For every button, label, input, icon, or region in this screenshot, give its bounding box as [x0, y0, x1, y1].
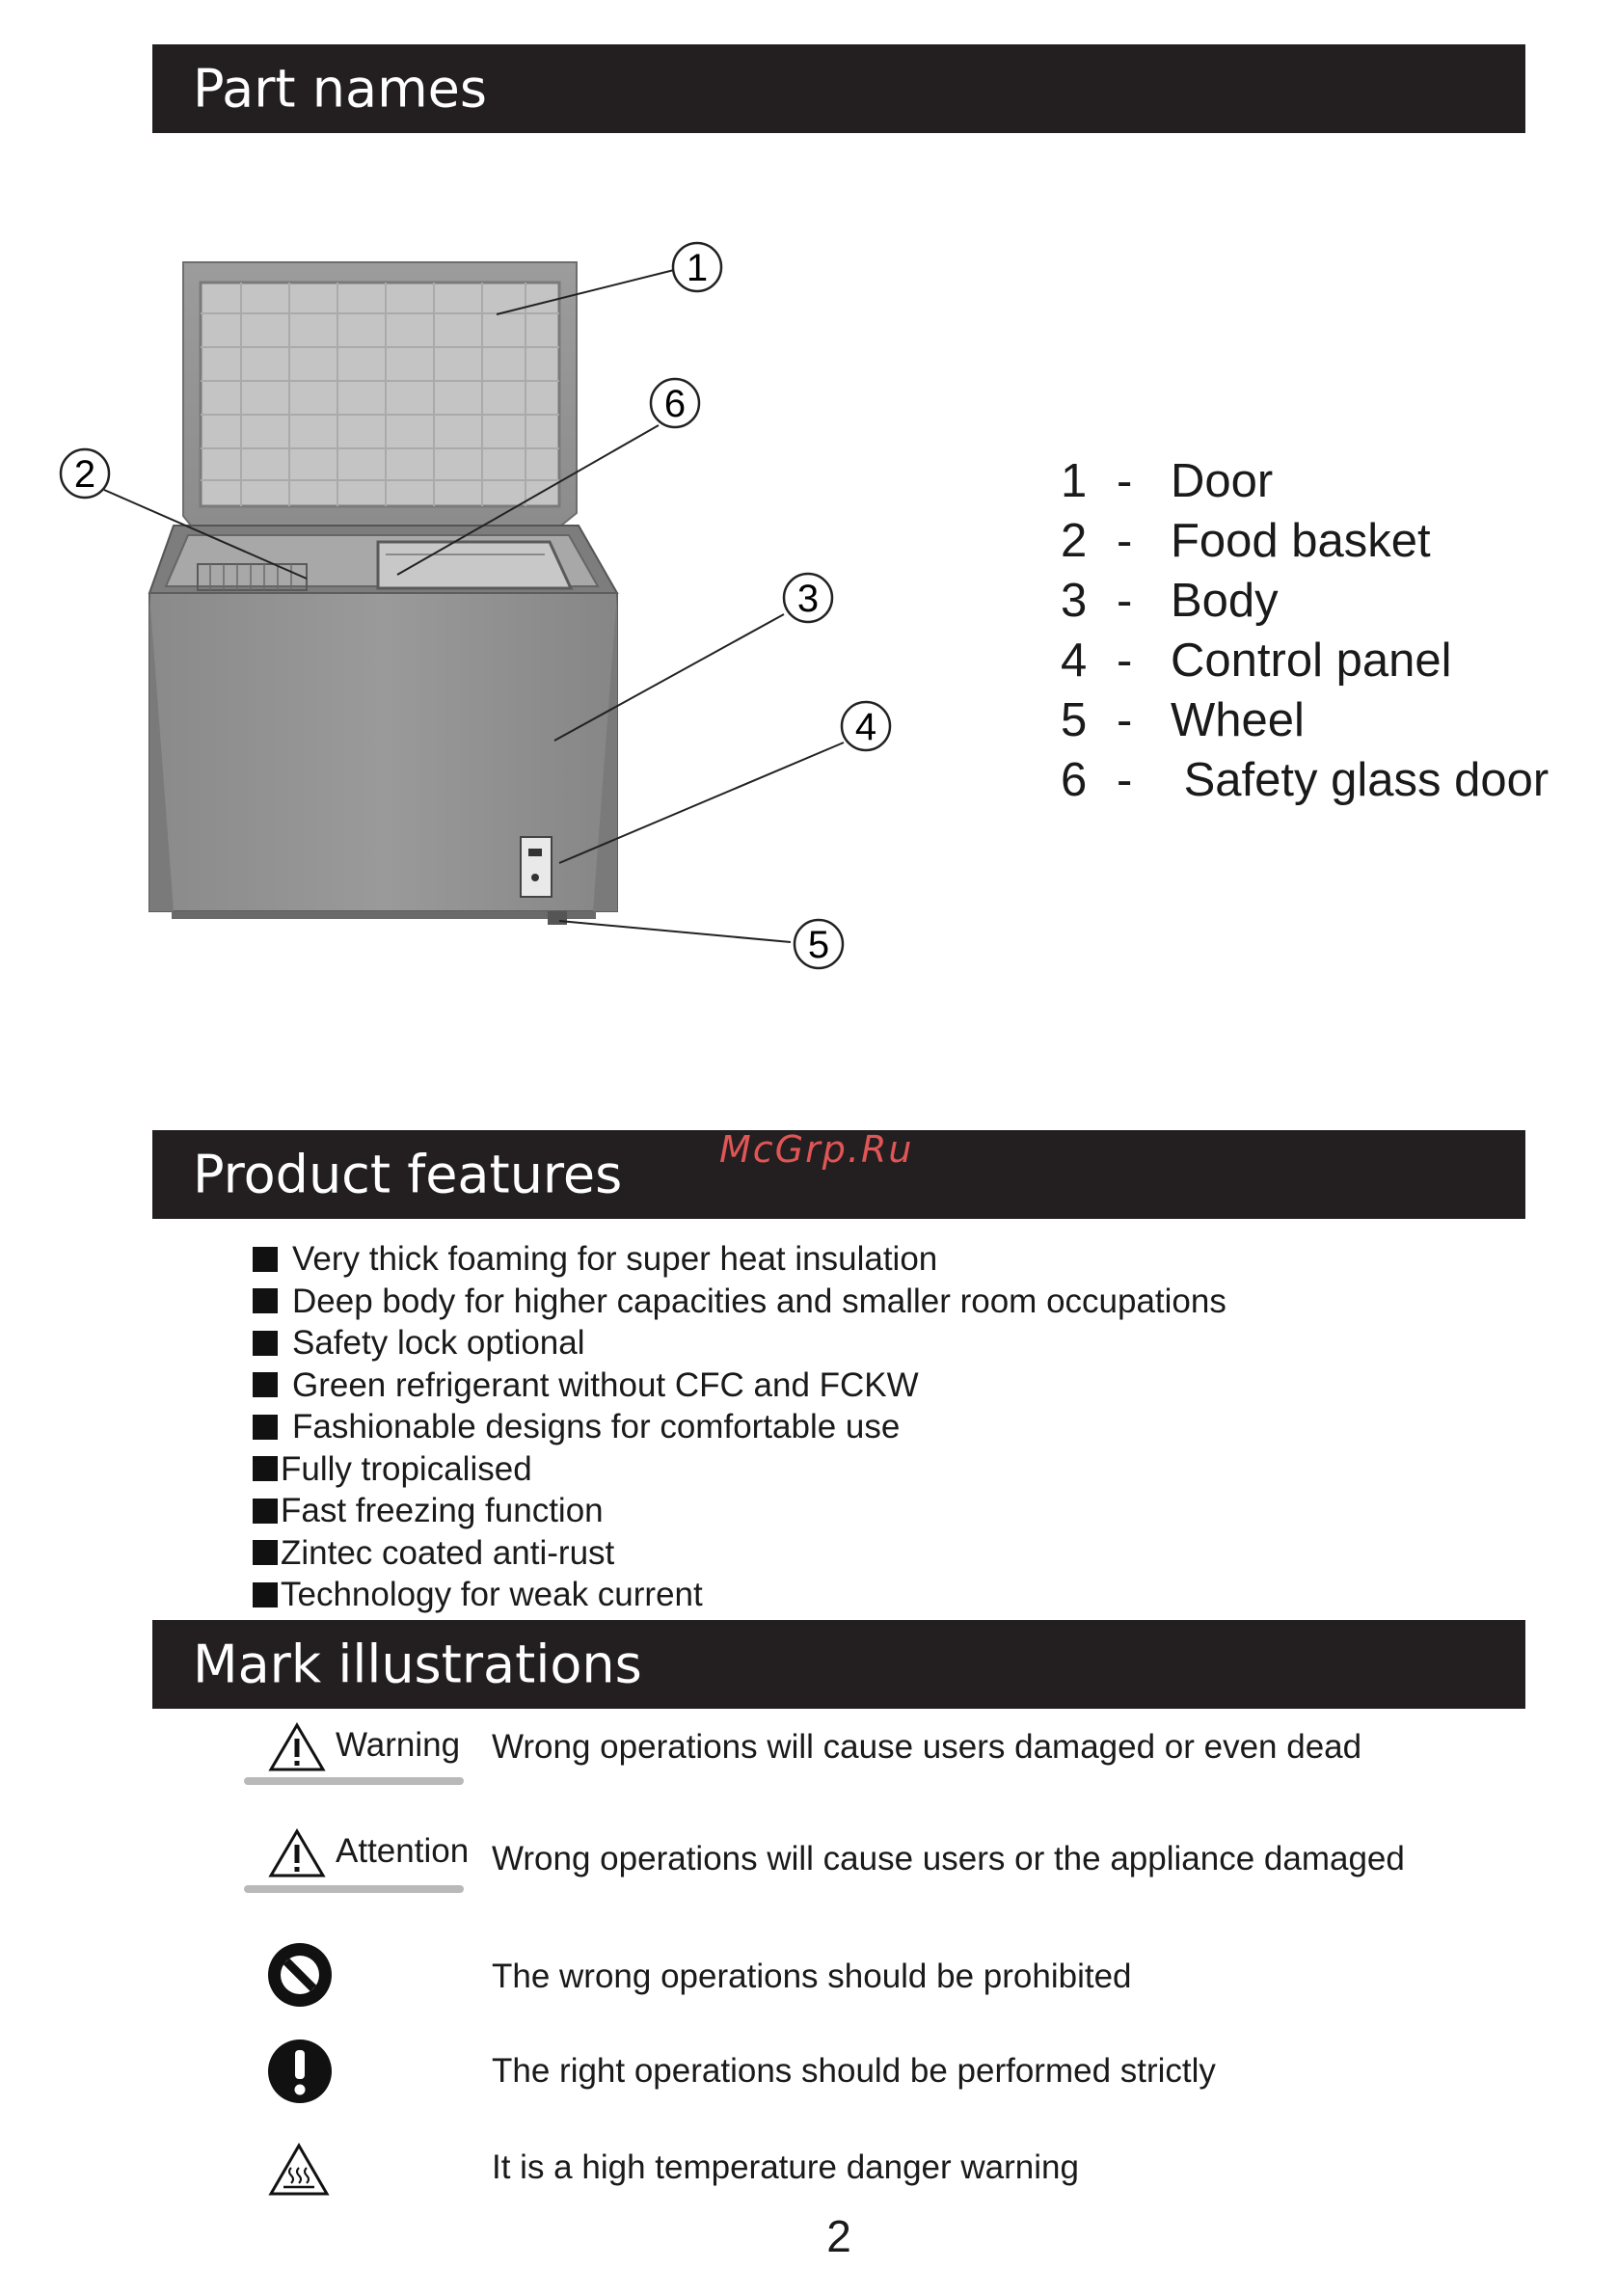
feature-item: Fully tropicalised: [253, 1448, 1226, 1491]
part-name: Safety glass door: [1171, 754, 1550, 806]
bullet-square-icon: [253, 1246, 278, 1272]
part-number: 4: [1061, 635, 1088, 687]
attention-description: Wrong operations will cause users or the…: [492, 1840, 1405, 1877]
part-number: 1: [1061, 455, 1088, 507]
watermark: McGrp.Ru: [719, 1128, 914, 1171]
feature-item: Fast freezing function: [253, 1490, 1226, 1532]
control-panel: [520, 836, 552, 898]
part-separator: -: [1117, 515, 1133, 567]
svg-text:4: 4: [855, 706, 876, 748]
part-item: 4 - Control panel: [1061, 631, 1549, 690]
part-item: 2 - Food basket: [1061, 511, 1549, 571]
bullet-square-icon: [253, 1456, 278, 1482]
bullet-square-icon: [253, 1330, 278, 1356]
part-name: Body: [1171, 575, 1279, 627]
chest-freezer-illustration: 1 2 3 4 5 6: [59, 241, 892, 970]
feature-text: Green refrigerant without CFC and FCKW: [292, 1365, 919, 1404]
prohibited-icon: [268, 1943, 332, 2007]
callout-3: 3: [782, 572, 834, 624]
mark-illustrations-header: Mark illustrations: [152, 1620, 1525, 1709]
part-separator: -: [1117, 754, 1133, 806]
cabinet-top: [148, 525, 619, 594]
feature-text: Fully tropicalised: [281, 1449, 532, 1488]
attention-underline: [244, 1885, 464, 1893]
feature-item: Zintec coated anti-rust: [253, 1532, 1226, 1575]
feature-text: Zintec coated anti-rust: [281, 1533, 615, 1572]
part-name: Wheel: [1171, 694, 1305, 746]
callout-1: 1: [671, 241, 723, 293]
hot-surface-icon: [268, 2143, 330, 2196]
bullet-square-icon: [253, 1372, 278, 1398]
part-item: 5 - Wheel: [1061, 690, 1549, 750]
feature-text: Very thick foaming for super heat insula…: [292, 1240, 938, 1278]
callout-4: 4: [840, 700, 892, 752]
callout-2: 2: [59, 447, 111, 500]
feature-text: Safety lock optional: [292, 1324, 585, 1362]
feature-text: Fashionable designs for comfortable use: [292, 1408, 901, 1445]
part-list: 1 - Door 2 - Food basket 3 - Body 4 - Co…: [1061, 451, 1549, 810]
door-lid: [182, 261, 578, 527]
feature-item: Deep body for higher capacities and smal…: [253, 1281, 1226, 1323]
svg-text:5: 5: [808, 924, 829, 966]
bullet-square-icon: [253, 1288, 278, 1314]
mandatory-description: The right operations should be performed…: [492, 2052, 1216, 2090]
prohibited-description: The wrong operations should be prohibite…: [492, 1958, 1132, 1995]
warning-triangle-icon: [268, 1722, 326, 1771]
feature-item: Very thick foaming for super heat insula…: [253, 1238, 1226, 1281]
part-number: 5: [1061, 694, 1088, 746]
part-separator: -: [1117, 455, 1133, 507]
feature-text: Fast freezing function: [281, 1492, 604, 1529]
part-name: Control panel: [1171, 635, 1452, 687]
warning-label: Warning: [336, 1726, 461, 1764]
svg-text:2: 2: [74, 453, 95, 496]
page-number: 2: [826, 2211, 851, 2261]
feature-item: Technology for weak current: [253, 1574, 1226, 1616]
part-item: 6 - Safety glass door: [1061, 750, 1549, 810]
callout-6: 6: [649, 377, 701, 429]
bullet-square-icon: [253, 1498, 278, 1524]
svg-text:1: 1: [687, 247, 708, 289]
attention-triangle-icon: [268, 1828, 326, 1877]
part-item: 3 - Body: [1061, 571, 1549, 631]
part-number: 6: [1061, 754, 1088, 806]
product-features-header: Product features: [152, 1130, 1525, 1219]
bullet-square-icon: [253, 1540, 278, 1566]
part-number: 2: [1061, 515, 1088, 567]
feature-list: Very thick foaming for super heat insula…: [253, 1238, 1226, 1616]
bullet-square-icon: [253, 1581, 278, 1607]
svg-text:3: 3: [797, 578, 819, 620]
warning-underline: [244, 1777, 464, 1785]
feature-item: Fashionable designs for comfortable use: [253, 1406, 1226, 1448]
feature-item: Safety lock optional: [253, 1322, 1226, 1364]
svg-text:6: 6: [664, 383, 686, 425]
attention-label: Attention: [336, 1832, 470, 1870]
mandatory-icon: [268, 2039, 332, 2103]
hot-surface-description: It is a high temperature danger warning: [492, 2148, 1079, 2186]
feature-text: Deep body for higher capacities and smal…: [292, 1282, 1226, 1320]
part-separator: -: [1117, 575, 1133, 627]
mark-illustrations-title: Mark illustrations: [193, 1634, 642, 1695]
part-number: 3: [1061, 575, 1088, 627]
product-features-title: Product features: [193, 1144, 623, 1205]
warning-description: Wrong operations will cause users damage…: [492, 1728, 1362, 1766]
part-item: 1 - Door: [1061, 451, 1549, 511]
bullet-square-icon: [253, 1414, 278, 1440]
part-separator: -: [1117, 694, 1133, 746]
feature-item: Green refrigerant without CFC and FCKW: [253, 1364, 1226, 1407]
wheel: [548, 911, 567, 925]
part-names-title: Part names: [193, 58, 488, 120]
part-name: Door: [1171, 455, 1274, 507]
part-name: Food basket: [1171, 515, 1431, 567]
callout-5: 5: [793, 918, 845, 970]
part-names-header: Part names: [152, 44, 1525, 133]
part-separator: -: [1117, 635, 1133, 687]
feature-text: Technology for weak current: [281, 1576, 703, 1613]
